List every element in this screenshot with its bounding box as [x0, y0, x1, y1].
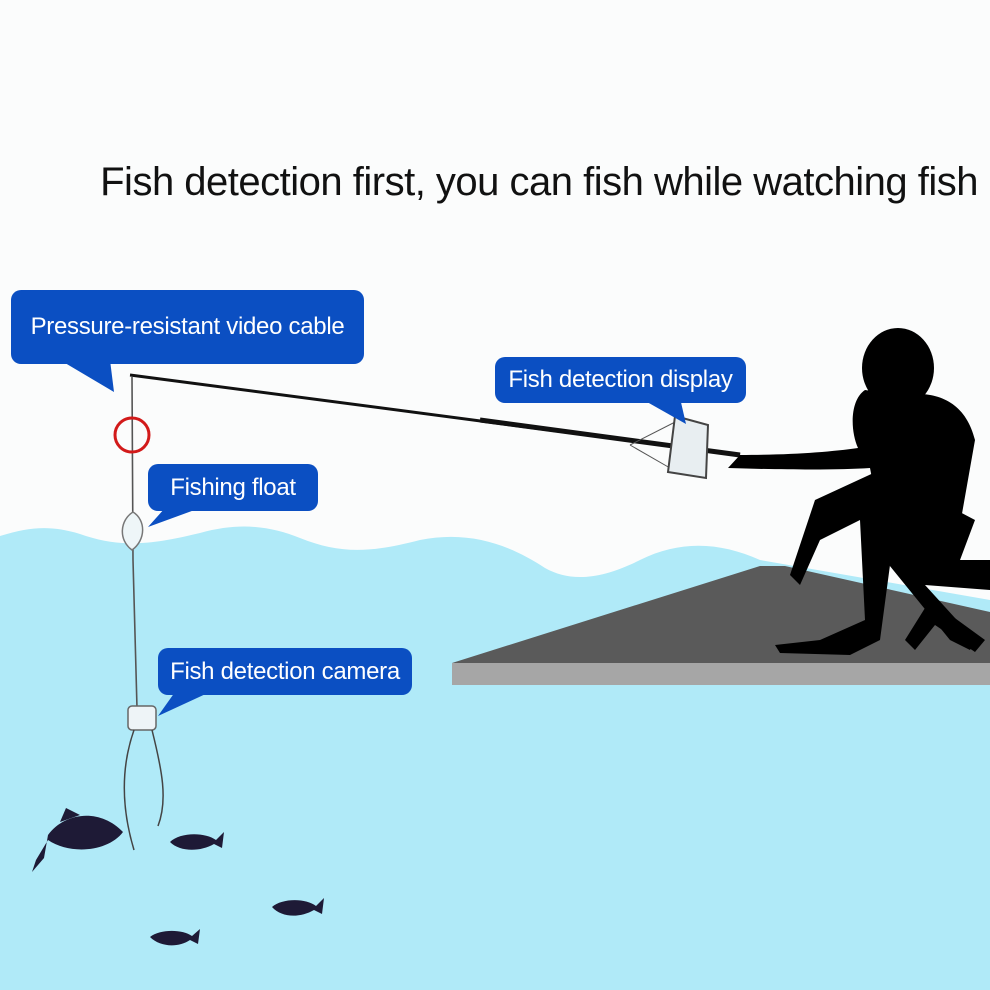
callout-fish-camera: Fish detection camera — [158, 648, 412, 695]
small-fish-2 — [272, 898, 324, 916]
display-callout-tail — [640, 398, 686, 424]
small-fish-3 — [150, 929, 200, 946]
pier-edge — [452, 663, 990, 685]
callout-video-cable: Pressure-resistant video cable — [11, 290, 364, 364]
cable-callout-tail — [60, 360, 114, 392]
headline: Fish detection first, you can fish while… — [100, 160, 978, 204]
callout-fish-display: Fish detection display — [495, 357, 746, 403]
highlight-ring — [113, 416, 151, 454]
fish-camera — [127, 705, 157, 731]
video-cable — [131, 376, 138, 709]
fishing-float — [121, 511, 144, 551]
large-fish — [32, 808, 123, 872]
callout-fishing-float: Fishing float — [148, 464, 318, 511]
small-fish-1 — [170, 832, 224, 850]
fish-display — [666, 414, 710, 480]
float-callout-tail — [148, 508, 200, 527]
camera-callout-tail — [158, 692, 210, 716]
fisherman-silhouette — [728, 328, 990, 655]
